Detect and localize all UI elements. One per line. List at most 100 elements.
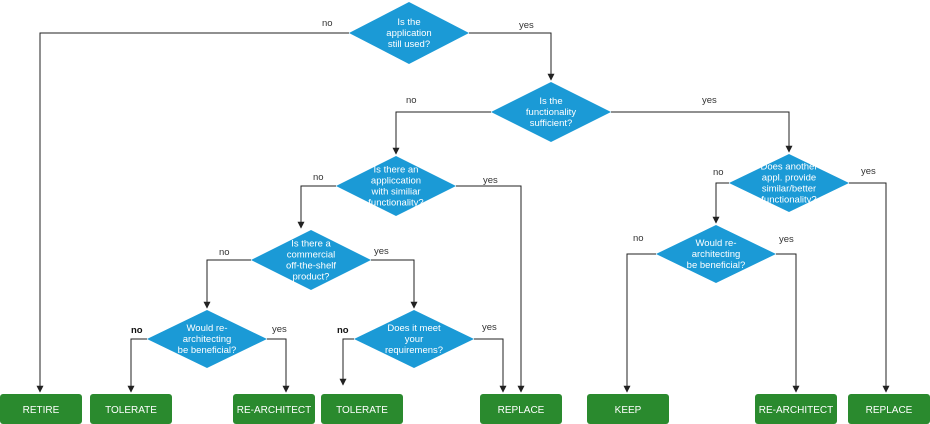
- edge-label-q5-no: no: [131, 325, 143, 336]
- decision-text-line: Does another: [760, 162, 817, 173]
- outcome-tolerate-2: TOLERATE: [321, 394, 403, 424]
- edge-label-q8-yes: yes: [779, 234, 794, 245]
- decision-text-line: Is the: [397, 17, 420, 28]
- decision-text-line: appl. provide: [762, 173, 816, 184]
- edge-q4-yes: [371, 259, 418, 309]
- edge-label-q3-no: no: [313, 172, 324, 183]
- edge-label-q2-no: no: [406, 95, 417, 106]
- edge-q3-no: [297, 185, 336, 229]
- edge-label-q4-no: no: [219, 247, 230, 258]
- decision-text-line: product?: [293, 272, 330, 283]
- outcome-replace-2: REPLACE: [848, 394, 930, 424]
- outcome-box: [848, 394, 930, 424]
- decision-text-line: functionality: [526, 107, 576, 118]
- edge-label-q8-no: no: [633, 233, 644, 244]
- edge-label-q1-yes: yes: [519, 20, 534, 31]
- decision-text-line: appliccation: [371, 176, 421, 187]
- edge-q7-no: [712, 182, 729, 224]
- edge-label-q6-no: no: [337, 325, 349, 336]
- decision-text-line: off-the-shelf: [286, 261, 336, 272]
- decision-text-line: Is there an: [374, 165, 419, 176]
- decision-text-line: functionality?: [368, 198, 423, 209]
- edge-label-q7-yes: yes: [861, 166, 876, 177]
- decision-text-line: with similiar: [370, 187, 420, 198]
- decision-text-line: commercial: [287, 250, 336, 261]
- edge-label-q1-no: no: [322, 18, 333, 29]
- decision-text-line: Would re-: [186, 323, 227, 334]
- decision-diamond: [251, 230, 371, 290]
- edge-label-q2-yes: yes: [702, 95, 717, 106]
- outcome-box: [321, 394, 403, 424]
- decision-q4: Is there acommercialoff-the-shelfproduct…: [251, 230, 371, 290]
- outcome-replace-1: REPLACE: [480, 394, 562, 424]
- edge-label-q6-yes: yes: [482, 322, 497, 333]
- outcome-label: TOLERATE: [105, 405, 157, 416]
- decision-diamond: [354, 310, 474, 368]
- edge-label-q7-no: no: [713, 167, 724, 178]
- outcome-retire: RETIRE: [0, 394, 82, 424]
- decision-text-line: Is there a: [291, 239, 331, 250]
- edge-label-q5-yes: yes: [272, 324, 287, 335]
- decision-text-line: similar/better: [762, 184, 816, 195]
- outcome-keep: KEEP: [587, 394, 669, 424]
- edge-label-q3-yes: yes: [483, 175, 498, 186]
- decision-text-line: architecting: [183, 334, 232, 345]
- decision-text-line: be beneficial?: [687, 260, 746, 271]
- decision-text-line: sufficient?: [530, 118, 573, 129]
- outcome-label: TOLERATE: [336, 405, 388, 416]
- outcome-rearchitect-2: RE-ARCHITECT: [755, 394, 837, 424]
- outcome-label: KEEP: [615, 405, 642, 416]
- decision-diamond: [656, 225, 776, 283]
- decision-text-line: application: [386, 28, 431, 39]
- decision-text-line: functionality?: [761, 195, 816, 206]
- outcome-label: RE-ARCHITECT: [237, 405, 311, 416]
- outcome-box: [587, 394, 669, 424]
- decision-diamond: [349, 2, 469, 64]
- edge-q1-yes: [469, 32, 555, 81]
- outcome-rearchitect-1: RE-ARCHITECT: [233, 394, 315, 424]
- outcome-box: [233, 394, 315, 424]
- decision-text-line: Does it meet: [387, 323, 441, 334]
- decision-text-line: Is the: [539, 96, 562, 107]
- edge-q4-no: [203, 259, 251, 309]
- edge-label-q4-yes: yes: [374, 246, 389, 257]
- decision-text-line: still used?: [388, 39, 430, 50]
- outcome-label: REPLACE: [866, 405, 913, 416]
- decision-text-line: be beneficial?: [178, 345, 237, 356]
- decision-diamond: [491, 82, 611, 142]
- edge-q3-yes: [456, 185, 525, 393]
- decision-diamond: [729, 154, 849, 212]
- decision-text-line: architecting: [692, 249, 741, 260]
- outcome-box: [480, 394, 562, 424]
- outcome-label: RETIRE: [23, 405, 60, 416]
- decision-diamond: [336, 156, 456, 216]
- edge-q7-yes: [849, 182, 890, 393]
- edge-q6-yes: [474, 338, 507, 393]
- decision-text-line: your: [405, 334, 423, 345]
- outcome-box: [0, 394, 82, 424]
- outcome-box: [755, 394, 837, 424]
- edge-q8-no: [623, 253, 656, 393]
- edge-q1-no: [36, 32, 349, 393]
- edge-q8-yes: [776, 253, 800, 393]
- edge-q6-no: [339, 338, 354, 386]
- edge-q2-yes: [611, 111, 793, 153]
- decision-text-line: requiremens?: [385, 345, 443, 356]
- outcome-label: RE-ARCHITECT: [759, 405, 833, 416]
- outcome-label: REPLACE: [498, 405, 545, 416]
- edge-q5-no: [127, 338, 147, 393]
- edge-q2-no: [392, 111, 491, 155]
- outcome-box: [90, 394, 172, 424]
- outcome-tolerate-1: TOLERATE: [90, 394, 172, 424]
- decision-text-line: Would re-: [695, 238, 736, 249]
- edge-q5-yes: [267, 338, 290, 393]
- decision-diamond: [147, 310, 267, 368]
